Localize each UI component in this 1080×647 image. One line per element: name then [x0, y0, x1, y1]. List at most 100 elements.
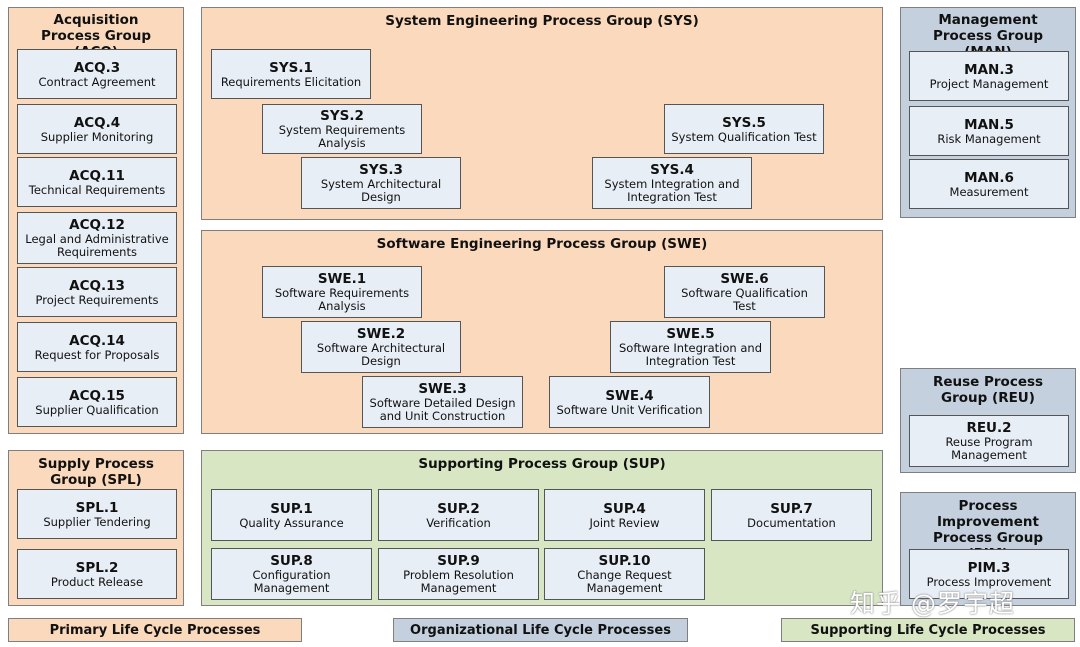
process-sup-8[interactable]: SUP.8 Configuration Management [211, 548, 372, 600]
process-sup-9[interactable]: SUP.9 Problem Resolution Management [378, 548, 539, 600]
process-name: Project Management [929, 76, 1049, 91]
process-sup-10[interactable]: SUP.10 Change Request Management [544, 548, 705, 600]
process-spl-2[interactable]: SPL.2 Product Release [17, 549, 177, 599]
process-name: Technical Requirements [28, 182, 166, 197]
legend-supporting: Supporting Life Cycle Processes [781, 618, 1075, 642]
process-acq-15[interactable]: ACQ.15 Supplier Qualification [17, 377, 177, 427]
process-id: ACQ.4 [73, 114, 121, 131]
process-id: SUP.1 [270, 500, 313, 517]
process-man-3[interactable]: MAN.3 Project Management [909, 51, 1069, 101]
supporting-group: Supporting Process Group (SUP) SUP.1 Qua… [201, 450, 883, 606]
process-name: Change Request Management [577, 568, 672, 595]
acquisition-group: Acquisition Process Group (ACQ) ACQ.3 Co… [8, 7, 184, 434]
process-id: MAN.6 [964, 169, 1014, 186]
process-sys-4[interactable]: SYS.4 System Integration and Integration… [592, 157, 752, 209]
process-name: Software Integration and Integration Tes… [618, 341, 762, 368]
process-acq-14[interactable]: ACQ.14 Request for Proposals [17, 322, 177, 372]
process-id: SWE.6 [720, 271, 769, 287]
process-name: Process Improvement [926, 574, 1052, 589]
process-id: SUP.10 [598, 553, 651, 569]
process-id: SYS.1 [269, 59, 313, 76]
process-id: SUP.8 [270, 553, 313, 569]
process-name: Supplier Qualification [35, 402, 159, 417]
legend-primary: Primary Life Cycle Processes [8, 618, 302, 642]
process-name: Risk Management [937, 131, 1041, 146]
software-engineering-group: Software Engineering Process Group (SWE)… [201, 230, 883, 434]
process-id: SWE.2 [356, 326, 406, 342]
process-swe-3[interactable]: SWE.3 Software Detailed Design and Unit … [362, 376, 523, 428]
process-id: SYS.3 [359, 162, 403, 178]
process-id: SYS.5 [722, 114, 766, 131]
process-name: System Requirements Analysis [278, 123, 406, 150]
process-swe-2[interactable]: SWE.2 Software Architectural Design [301, 321, 461, 373]
process-name: Project Requirements [35, 292, 159, 307]
process-id: ACQ.3 [73, 59, 121, 76]
process-improvement-group: Process Improvement Process Group (PIM) … [900, 492, 1076, 606]
process-id: SWE.4 [605, 387, 654, 404]
process-swe-4[interactable]: SWE.4 Software Unit Verification [549, 376, 710, 428]
process-id: ACQ.14 [69, 332, 125, 349]
process-swe-1[interactable]: SWE.1 Software Requirements Analysis [262, 266, 422, 318]
group-title: System Engineering Process Group (SYS) [385, 13, 699, 29]
process-swe-5[interactable]: SWE.5 Software Integration and Integrati… [610, 321, 771, 373]
process-id: SPL.2 [75, 559, 119, 576]
process-swe-6[interactable]: SWE.6 Software Qualification Test [664, 266, 825, 318]
process-acq-3[interactable]: ACQ.3 Contract Agreement [17, 49, 177, 99]
process-name: Reuse Program Management [945, 435, 1033, 462]
process-id: MAN.5 [964, 116, 1014, 133]
process-acq-4[interactable]: ACQ.4 Supplier Monitoring [17, 104, 177, 154]
process-id: PIM.3 [967, 559, 1011, 576]
process-name: Software Requirements Analysis [274, 286, 410, 313]
group-title: Software Engineering Process Group (SWE) [376, 236, 708, 252]
process-name: Software Detailed Design and Unit Constr… [369, 396, 516, 423]
process-id: ACQ.12 [69, 217, 125, 233]
process-id: SYS.2 [320, 108, 364, 124]
process-sys-2[interactable]: SYS.2 System Requirements Analysis [262, 104, 422, 154]
process-id: ACQ.15 [69, 387, 125, 404]
process-id: SWE.5 [666, 326, 715, 342]
process-id: SUP.9 [437, 553, 480, 569]
process-sup-4[interactable]: SUP.4 Joint Review [544, 489, 705, 541]
process-sys-3[interactable]: SYS.3 System Architectural Design [301, 157, 461, 209]
process-name: Quality Assurance [239, 515, 344, 530]
process-id: SUP.7 [770, 500, 813, 517]
process-name: Supplier Monitoring [40, 129, 154, 144]
process-name: Problem Resolution Management [403, 568, 514, 595]
group-title: Supply Process Group (SPL) [38, 456, 154, 488]
process-id: SYS.4 [650, 162, 694, 178]
group-title: Reuse Process Group (REU) [932, 374, 1044, 406]
process-acq-11[interactable]: ACQ.11 Technical Requirements [17, 157, 177, 207]
process-man-6[interactable]: MAN.6 Measurement [909, 159, 1069, 209]
process-name: Request for Proposals [34, 347, 160, 362]
process-id: SWE.3 [418, 381, 467, 397]
process-acq-13[interactable]: ACQ.13 Project Requirements [17, 267, 177, 317]
management-group: Management Process Group (MAN) MAN.3 Pro… [900, 7, 1076, 218]
process-id: REU.2 [966, 420, 1012, 436]
process-pim-3[interactable]: PIM.3 Process Improvement [909, 549, 1069, 599]
process-reu-2[interactable]: REU.2 Reuse Program Management [909, 415, 1069, 467]
watermark: 知乎 @罗宇超 [850, 589, 1015, 618]
process-name: Verification [426, 515, 491, 530]
process-name: System Qualification Test [671, 129, 817, 144]
system-engineering-group: System Engineering Process Group (SYS) S… [201, 7, 883, 220]
process-sys-1[interactable]: SYS.1 Requirements Elicitation [211, 49, 371, 99]
process-sys-5[interactable]: SYS.5 System Qualification Test [664, 104, 824, 154]
process-id: ACQ.13 [69, 277, 125, 294]
process-sup-1[interactable]: SUP.1 Quality Assurance [211, 489, 372, 541]
process-name: Legal and Administrative Requirements [25, 232, 169, 259]
process-sup-2[interactable]: SUP.2 Verification [378, 489, 539, 541]
process-name: Software Unit Verification [556, 402, 703, 417]
process-name: Software Architectural Design [316, 341, 446, 368]
process-spl-1[interactable]: SPL.1 Supplier Tendering [17, 489, 177, 539]
reuse-group: Reuse Process Group (REU) REU.2 Reuse Pr… [900, 368, 1076, 473]
process-man-5[interactable]: MAN.5 Risk Management [909, 106, 1069, 156]
process-acq-12[interactable]: ACQ.12 Legal and Administrative Requirem… [17, 212, 177, 264]
process-name: System Architectural Design [320, 177, 442, 204]
process-name: Measurement [949, 184, 1029, 199]
process-id: SPL.1 [75, 499, 119, 516]
process-name: Requirements Elicitation [220, 74, 362, 89]
process-id: SUP.4 [603, 500, 646, 517]
process-name: Joint Review [589, 515, 660, 530]
process-sup-7[interactable]: SUP.7 Documentation [711, 489, 872, 541]
legend-organizational: Organizational Life Cycle Processes [393, 618, 688, 642]
